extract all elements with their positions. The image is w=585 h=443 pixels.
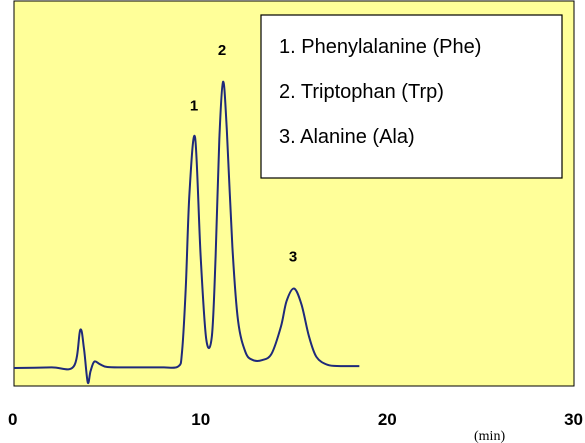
x-tick-labels: 0 10 20 30 bbox=[8, 410, 583, 429]
legend-entry-3: 3. Alanine (Ala) bbox=[279, 126, 415, 148]
x-unit-label: (min) bbox=[474, 429, 505, 443]
peak-labels: 1 2 3 bbox=[190, 42, 297, 266]
trace-layer bbox=[13, 80, 360, 385]
legend-box bbox=[260, 14, 563, 179]
legend: 1. Phenylalanine (Phe) 2. Triptophan (Tr… bbox=[260, 14, 563, 179]
x-tick-label-0: 0 bbox=[8, 410, 17, 429]
legend-entry-2: 2. Triptophan (Trp) bbox=[279, 81, 444, 103]
peak-label-3: 3 bbox=[289, 249, 297, 266]
x-tick-label-20: 20 bbox=[378, 410, 397, 429]
x-tick-label-30: 30 bbox=[564, 410, 583, 429]
legend-entry-1: 1. Phenylalanine (Phe) bbox=[279, 36, 481, 58]
chromatogram-trace-0 bbox=[13, 80, 360, 385]
x-tick-label-10: 10 bbox=[191, 410, 210, 429]
peak-label-1: 1 bbox=[190, 98, 198, 115]
peak-label-2: 2 bbox=[218, 42, 226, 59]
